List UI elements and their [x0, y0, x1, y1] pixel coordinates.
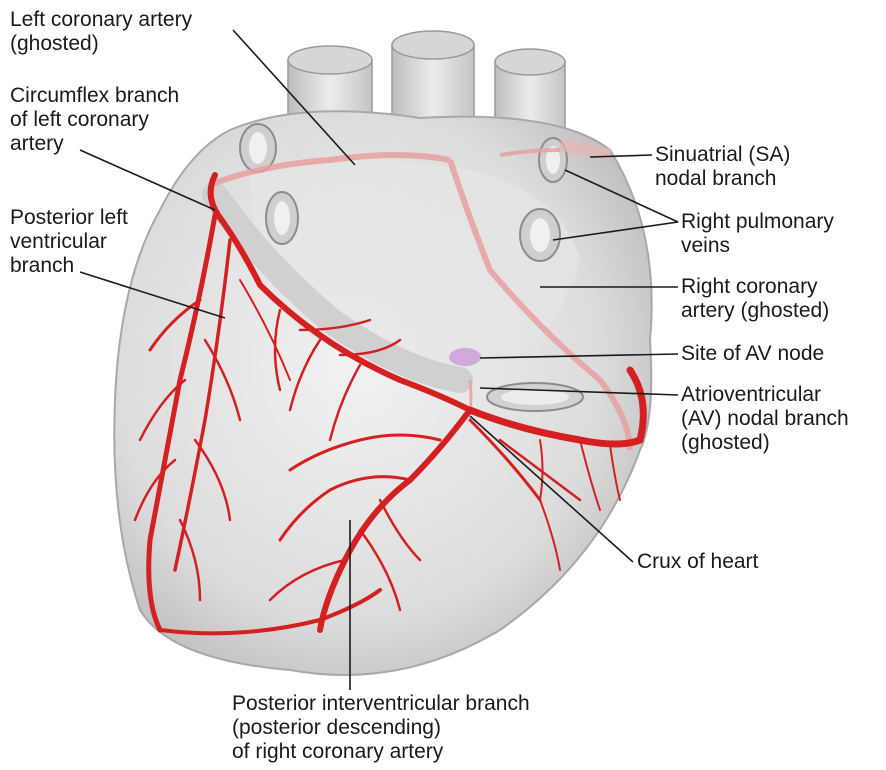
label-line: nodal branch [655, 167, 790, 191]
label-posterior-interventricular: Posterior interventricular branch (poste… [232, 692, 530, 764]
label-line: Atrioventricular [681, 383, 849, 407]
label-line: veins [681, 234, 834, 258]
label-crux-of-heart: Crux of heart [637, 550, 758, 574]
label-line: (ghosted) [681, 431, 849, 455]
label-line: Crux of heart [637, 550, 758, 574]
label-line: ventricular [10, 230, 128, 254]
label-line: of left coronary [10, 108, 179, 132]
label-line: artery (ghosted) [681, 299, 829, 323]
label-sinuatrial-nodal: Sinuatrial (SA) nodal branch [655, 143, 790, 191]
label-line: (AV) nodal branch [681, 407, 849, 431]
label-right-coronary-artery: Right coronary artery (ghosted) [681, 275, 829, 323]
label-line: Posterior left [10, 206, 128, 230]
label-line: Right coronary [681, 275, 829, 299]
label-line: branch [10, 254, 128, 278]
label-line: artery [10, 132, 179, 156]
label-line: Sinuatrial (SA) [655, 143, 790, 167]
av-node-site [449, 348, 481, 366]
label-right-pulmonary-veins: Right pulmonary veins [681, 210, 834, 258]
label-line: Posterior interventricular branch [232, 692, 530, 716]
label-posterior-left-ventricular: Posterior left ventricular branch [10, 206, 128, 278]
label-line: (ghosted) [10, 32, 192, 56]
label-circumflex-branch: Circumflex branch of left coronary arter… [10, 84, 179, 156]
label-line: Right pulmonary [681, 210, 834, 234]
label-line: of right coronary artery [232, 740, 530, 764]
label-left-coronary-artery: Left coronary artery (ghosted) [10, 8, 192, 56]
label-line: Site of AV node [681, 342, 824, 366]
label-line: Left coronary artery [10, 8, 192, 32]
label-line: Circumflex branch [10, 84, 179, 108]
label-line: (posterior descending) [232, 716, 530, 740]
label-av-nodal-branch: Atrioventricular (AV) nodal branch (ghos… [681, 383, 849, 455]
label-site-av-node: Site of AV node [681, 342, 824, 366]
